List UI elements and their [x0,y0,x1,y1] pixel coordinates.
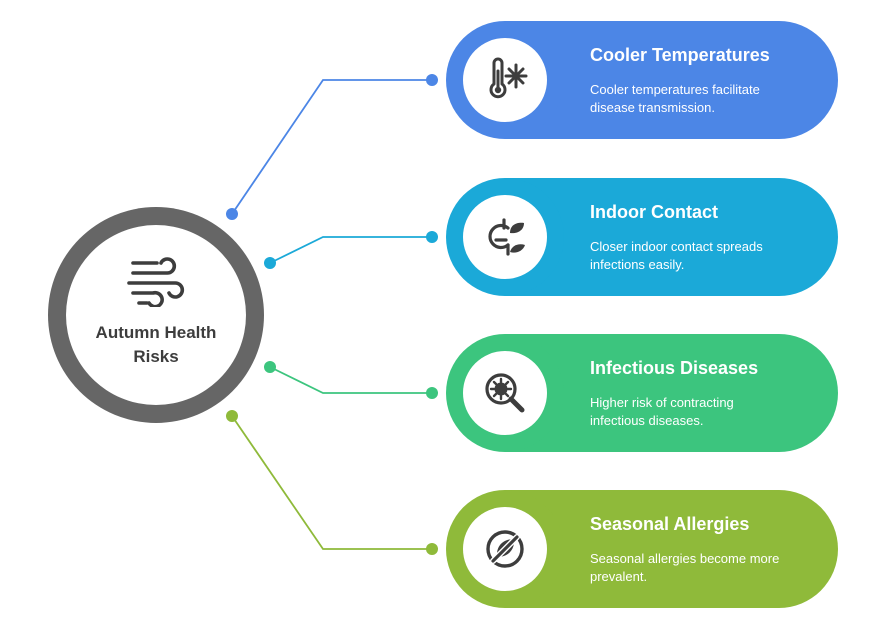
card-description: Seasonal allergies become more prevalent… [590,551,780,584]
card-icon-disc [463,507,547,591]
virus-magnifier-icon [485,373,525,413]
connector-infectious-diseases [264,361,438,399]
no-pollen-icon [486,530,524,568]
card-icon-ring [446,178,564,296]
wind-icon [127,257,185,307]
hub-title: Autumn Health Risks [95,323,217,366]
card-icon-disc [463,351,547,435]
card-description: Closer indoor contact spreads infections… [590,239,763,272]
card-title: Infectious Diseases [590,358,759,378]
card-title: Indoor Contact [590,202,718,222]
card-description: Cooler temperatures facilitate disease t… [590,82,760,115]
card-icon-ring [446,490,564,608]
card-description: Higher risk of contracting infectious di… [590,395,734,428]
hub-center: Autumn Health Risks [66,225,246,405]
thermometer-snowflake-icon [489,57,528,99]
card-icon-ring [446,21,564,139]
card-icon-disc [463,38,547,122]
card-title: Seasonal Allergies [590,514,750,534]
card-cooler-temperatures: Cooler Temperatures Cooler temperatures … [446,21,838,139]
card-icon-ring [446,334,564,452]
card-icon-disc [463,195,547,279]
connector-seasonal-allergies [226,410,438,555]
plant-sprout-icon [488,218,525,256]
connector-indoor-contact [264,231,438,269]
hub-ring: Autumn Health Risks [48,207,264,423]
connector-cooler-temperatures [226,74,438,220]
card-title: Cooler Temperatures [590,45,770,65]
card-indoor-contact: Indoor Contact Closer indoor contact spr… [446,178,838,296]
card-infectious-diseases: Infectious Diseases Higher risk of contr… [446,334,838,452]
card-seasonal-allergies: Seasonal Allergies Seasonal allergies be… [446,490,838,608]
